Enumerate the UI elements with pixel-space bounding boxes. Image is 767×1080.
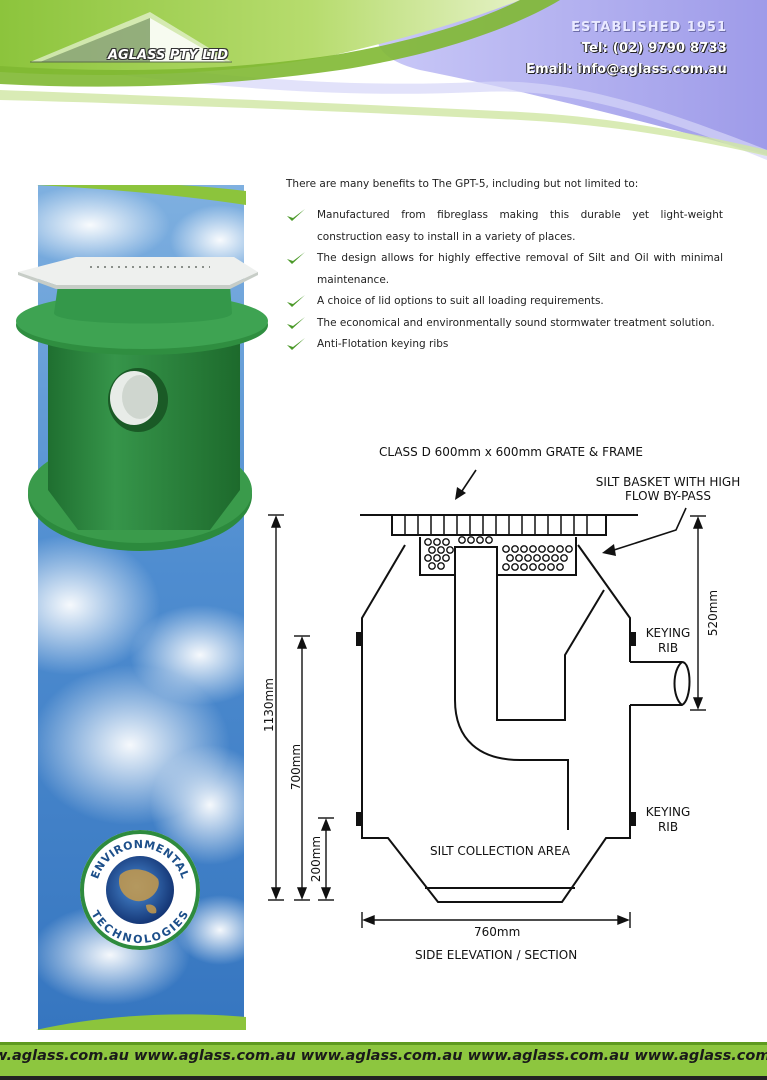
checkmark-icon [287, 338, 305, 350]
dimension-1130-label: 1130mm [262, 678, 276, 732]
header-banner [0, 0, 767, 160]
email-text: Email: info@aglass.com.au [525, 62, 727, 77]
benefit-item: The economical and environmentally sound… [286, 313, 723, 335]
benefit-text: A choice of lid options to suit all load… [317, 295, 604, 307]
footer-bar: w.aglass.com.au www.aglass.com.au www.ag… [0, 1042, 767, 1080]
checkmark-icon [287, 316, 305, 329]
silt-collection-label: SILT COLLECTION AREA [430, 844, 570, 858]
checkmark-icon [287, 209, 305, 221]
keying-rib-bottom-line1: KEYING [645, 805, 691, 819]
footer-website-text: w.aglass.com.au www.aglass.com.au www.ag… [0, 1048, 767, 1064]
badge-text: ENVIRONMENTAL TECHNOLOGIES [88, 838, 191, 946]
benefit-text: Manufactured from fibreglass making this… [317, 209, 723, 243]
diagram-caption: SIDE ELEVATION / SECTION [415, 948, 578, 962]
checkmark-icon [287, 295, 305, 307]
keying-rib-top-line2: RIB [657, 641, 679, 655]
phone-text: Tel: (02) 9790 8733 [581, 41, 727, 56]
product-image-panel [0, 185, 270, 1030]
dimension-520-label: 520mm [706, 589, 720, 637]
established-text: ESTABLISHED 1951 [571, 20, 727, 35]
dimension-700-label: 700mm [289, 743, 303, 791]
grate-label: CLASS D 600mm x 600mm GRATE & FRAME [379, 445, 643, 459]
intro-text: There are many benefits to The GPT-5, in… [286, 178, 639, 190]
keying-rib-top-label: KEYING RIB [640, 626, 696, 656]
dimension-760-label: 760mm [474, 925, 521, 939]
footer-accent [0, 1042, 767, 1045]
footer-bottom-line [0, 1076, 767, 1080]
benefit-text: The design allows for highly effective r… [317, 252, 723, 286]
benefit-text: Anti-Flotation keying ribs [317, 338, 449, 350]
logo-triangle-icon [30, 12, 232, 63]
keying-rib-top-line1: KEYING [645, 626, 691, 640]
side-elevation-diagram [268, 469, 706, 928]
silt-basket-label-line2: FLOW BY-PASS [624, 489, 711, 503]
keying-rib-bottom-line2: RIB [657, 820, 679, 834]
benefit-item: A choice of lid options to suit all load… [286, 291, 723, 313]
product-photo [16, 257, 268, 551]
environmental-technologies-badge [80, 830, 200, 950]
benefits-list: Manufactured from fibreglass making this… [286, 205, 723, 356]
benefit-item: The design allows for highly effective r… [286, 248, 723, 291]
silt-basket-label: SILT BASKET WITH HIGH FLOW BY-PASS [590, 475, 746, 503]
keying-rib-bottom-label: KEYING RIB [640, 805, 696, 835]
dimension-200-label: 200mm [309, 835, 323, 883]
benefit-item: Manufactured from fibreglass making this… [286, 205, 723, 248]
benefit-text: The economical and environmentally sound… [317, 316, 715, 329]
company-logo-text: AGLASS PTY LTD [108, 48, 228, 63]
checkmark-icon [287, 252, 305, 264]
benefit-item: Anti-Flotation keying ribs [286, 334, 723, 356]
silt-basket-label-line1: SILT BASKET WITH HIGH [595, 475, 741, 489]
